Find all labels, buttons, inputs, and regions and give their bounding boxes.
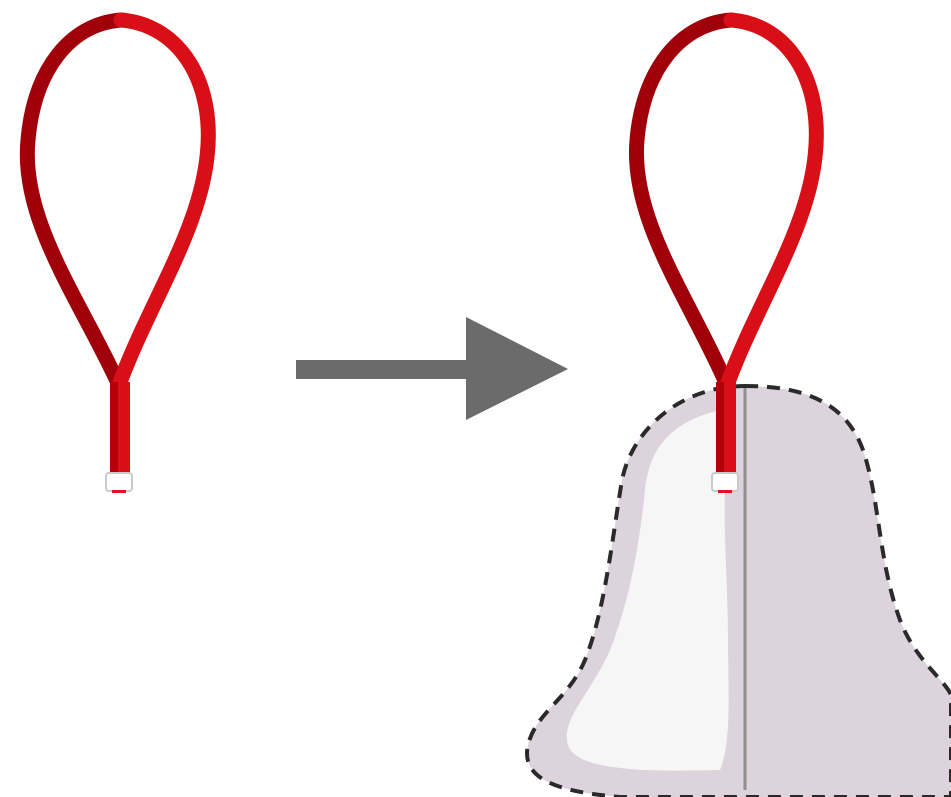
arrow-shaft	[296, 360, 472, 379]
arrow-head	[466, 317, 568, 420]
ribbon-loop-right-half	[111, 12, 216, 393]
ribbon-clip-icon	[105, 472, 133, 492]
bell-with-ribbon-icon	[524, 12, 951, 797]
bell-ribbon-loop-right-half	[719, 12, 824, 393]
bell-highlight	[566, 410, 729, 771]
ribbon-loop-icon	[19, 12, 216, 493]
ribbon-clip-tip	[112, 490, 126, 493]
bell-ribbon-loop-left-half	[628, 12, 739, 393]
bell-ribbon-stem-shade	[716, 382, 724, 474]
bell-ribbon-clip-icon	[711, 472, 739, 492]
ribbon-stem-shade	[110, 382, 118, 474]
bell-ribbon-clip-tip	[718, 490, 732, 493]
right-arrow-icon	[296, 317, 568, 420]
ribbon-loop-left-half	[19, 12, 129, 393]
